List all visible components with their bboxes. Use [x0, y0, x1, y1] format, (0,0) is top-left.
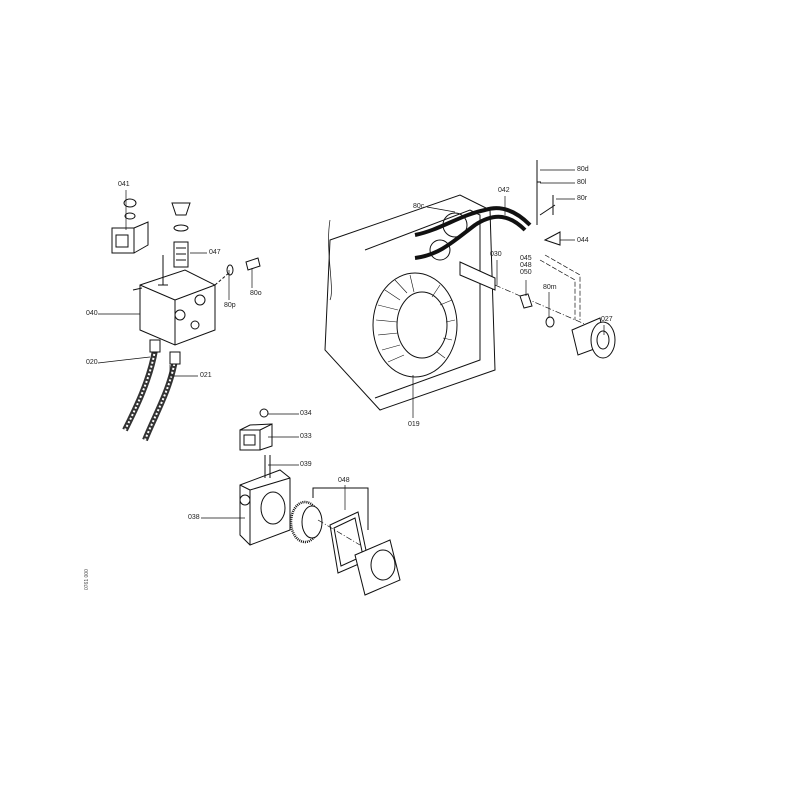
part-label-050: 050	[520, 269, 532, 276]
part-label-80p: 80p	[224, 302, 236, 309]
part-label-034: 034	[300, 410, 312, 417]
part-label-030: 030	[490, 251, 502, 258]
part-label-80r: 80r	[577, 195, 588, 202]
fitting-80o-80p	[214, 257, 261, 286]
hose-braiding	[124, 349, 176, 441]
part-label-020: 020	[86, 359, 98, 366]
part-label-033: 033	[300, 433, 312, 440]
part-label-019: 019	[408, 421, 420, 428]
bracket-044	[536, 160, 581, 320]
part-label-039: 039	[300, 461, 312, 468]
part-label-80c: 80c	[413, 203, 425, 210]
part-label-047: 047	[209, 249, 221, 256]
part-label-027: 027	[601, 316, 613, 323]
oil-pump-038	[239, 469, 291, 546]
part-label-80o: 80o	[250, 290, 262, 297]
filter-047	[158, 202, 191, 286]
hose-nut-020	[149, 339, 161, 353]
part-label-038: 038	[188, 514, 200, 521]
hoses-020-021	[122, 349, 178, 442]
part-label-80m: 80m	[543, 284, 557, 291]
part-label-048-lower: 048	[338, 477, 350, 484]
oil-pump-040	[132, 269, 216, 346]
part-label-80d: 80d	[577, 166, 589, 173]
solenoid-coil-041	[111, 198, 149, 254]
solenoid-coil-033	[239, 408, 273, 478]
part-label-021: 021	[200, 372, 212, 379]
part-label-044: 044	[577, 237, 589, 244]
part-label-040: 040	[86, 310, 98, 317]
part-label-041: 041	[118, 181, 130, 188]
part-label-80l: 80l	[577, 179, 587, 186]
part-label-045: 045	[520, 255, 532, 262]
drawing-code: 0761 000	[84, 569, 90, 590]
fan-wheel-019	[372, 272, 458, 378]
nozzle-assembly-027	[571, 317, 616, 359]
hose-nut-021	[169, 351, 181, 365]
ignition-cables-042	[414, 206, 532, 260]
part-label-048: 048	[520, 262, 532, 269]
pump-gear-and-gasket-048	[289, 487, 401, 596]
leader-lines	[97, 169, 605, 519]
part-label-042: 042	[498, 187, 510, 194]
